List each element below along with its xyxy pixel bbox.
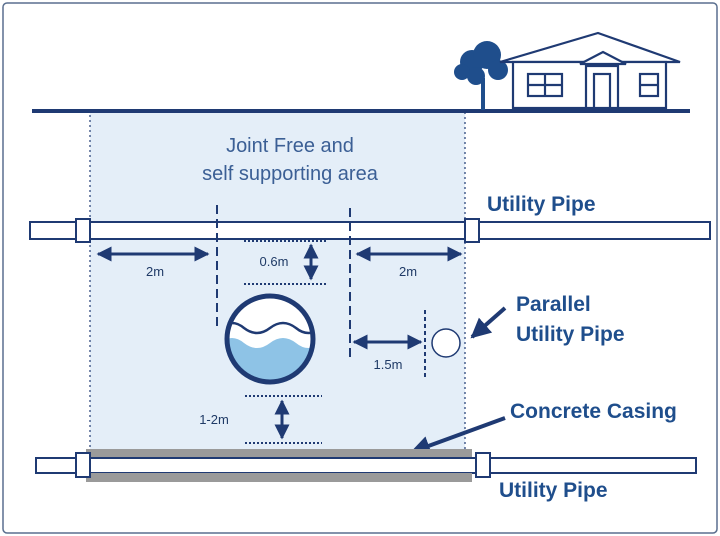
- parallel-label-line2: Utility Pipe: [516, 323, 625, 346]
- dim-right-label: 2m: [399, 264, 417, 279]
- dim-left-label: 2m: [146, 264, 164, 279]
- parallel-label-line1: Parallel: [516, 293, 591, 316]
- casing-pointer-arrow: [410, 416, 506, 456]
- dim-top-label: 0.6m: [260, 254, 289, 269]
- top-utility-pipe: [29, 218, 711, 243]
- area-label-line2: self supporting area: [202, 163, 379, 185]
- dim-bottom-label: 1-2m: [199, 412, 229, 427]
- concrete-casing-top: [86, 449, 472, 458]
- house-icon: [499, 31, 681, 110]
- utility-pipe-top-label: Utility Pipe: [487, 193, 596, 216]
- concrete-casing-label: Concrete Casing: [510, 400, 677, 423]
- concrete-casing-bottom: [86, 473, 472, 482]
- parallel-pointer-arrow: [470, 306, 507, 339]
- tree-icon: [454, 41, 508, 110]
- utility-pipe-bottom-label: Utility Pipe: [499, 479, 608, 502]
- parallel-utility-pipe: [431, 328, 461, 358]
- zone-dotted-border: [89, 111, 466, 453]
- bottom-utility-pipe: [35, 449, 697, 482]
- dim-parallel-label: 1.5m: [374, 357, 403, 372]
- area-label-line1: Joint Free and: [226, 135, 354, 157]
